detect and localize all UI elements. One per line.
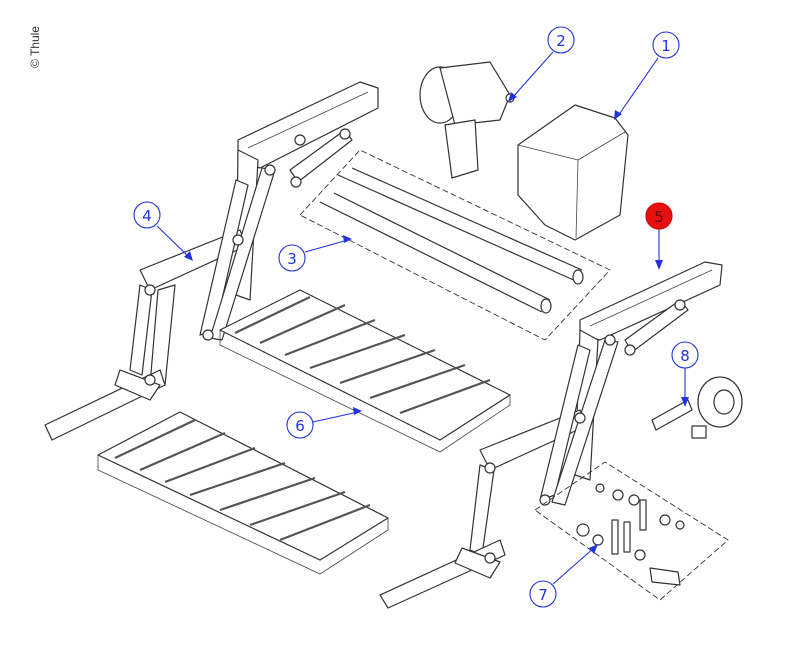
upper-step (219, 289, 511, 453)
callout-8[interactable]: 8 (671, 341, 699, 407)
callout-label: 5 (654, 208, 664, 226)
lower-step (97, 411, 389, 575)
callout-2[interactable]: 2 (508, 26, 575, 102)
callout-label: 3 (287, 250, 297, 268)
callout-label: 7 (538, 586, 548, 604)
gear-and-shaft (651, 376, 743, 439)
callout-5[interactable]: 5 (645, 202, 673, 270)
rollers (299, 149, 611, 341)
motor (419, 61, 515, 179)
motor-cover (517, 104, 629, 241)
callout-1[interactable]: 1 (614, 31, 680, 120)
hardware-kit (534, 461, 729, 601)
callout-6[interactable]: 6 (286, 407, 362, 439)
right-bracket-assembly (379, 261, 723, 609)
callout-7[interactable]: 7 (529, 544, 598, 608)
callout-4[interactable]: 4 (133, 201, 193, 261)
callout-label: 8 (680, 347, 690, 365)
callout-label: 6 (295, 417, 305, 435)
callout-3[interactable]: 3 (278, 235, 352, 272)
left-bracket-assembly (44, 81, 379, 441)
callout-label: 1 (661, 37, 671, 55)
callout-label: 4 (142, 207, 152, 225)
callout-label: 2 (556, 32, 566, 50)
